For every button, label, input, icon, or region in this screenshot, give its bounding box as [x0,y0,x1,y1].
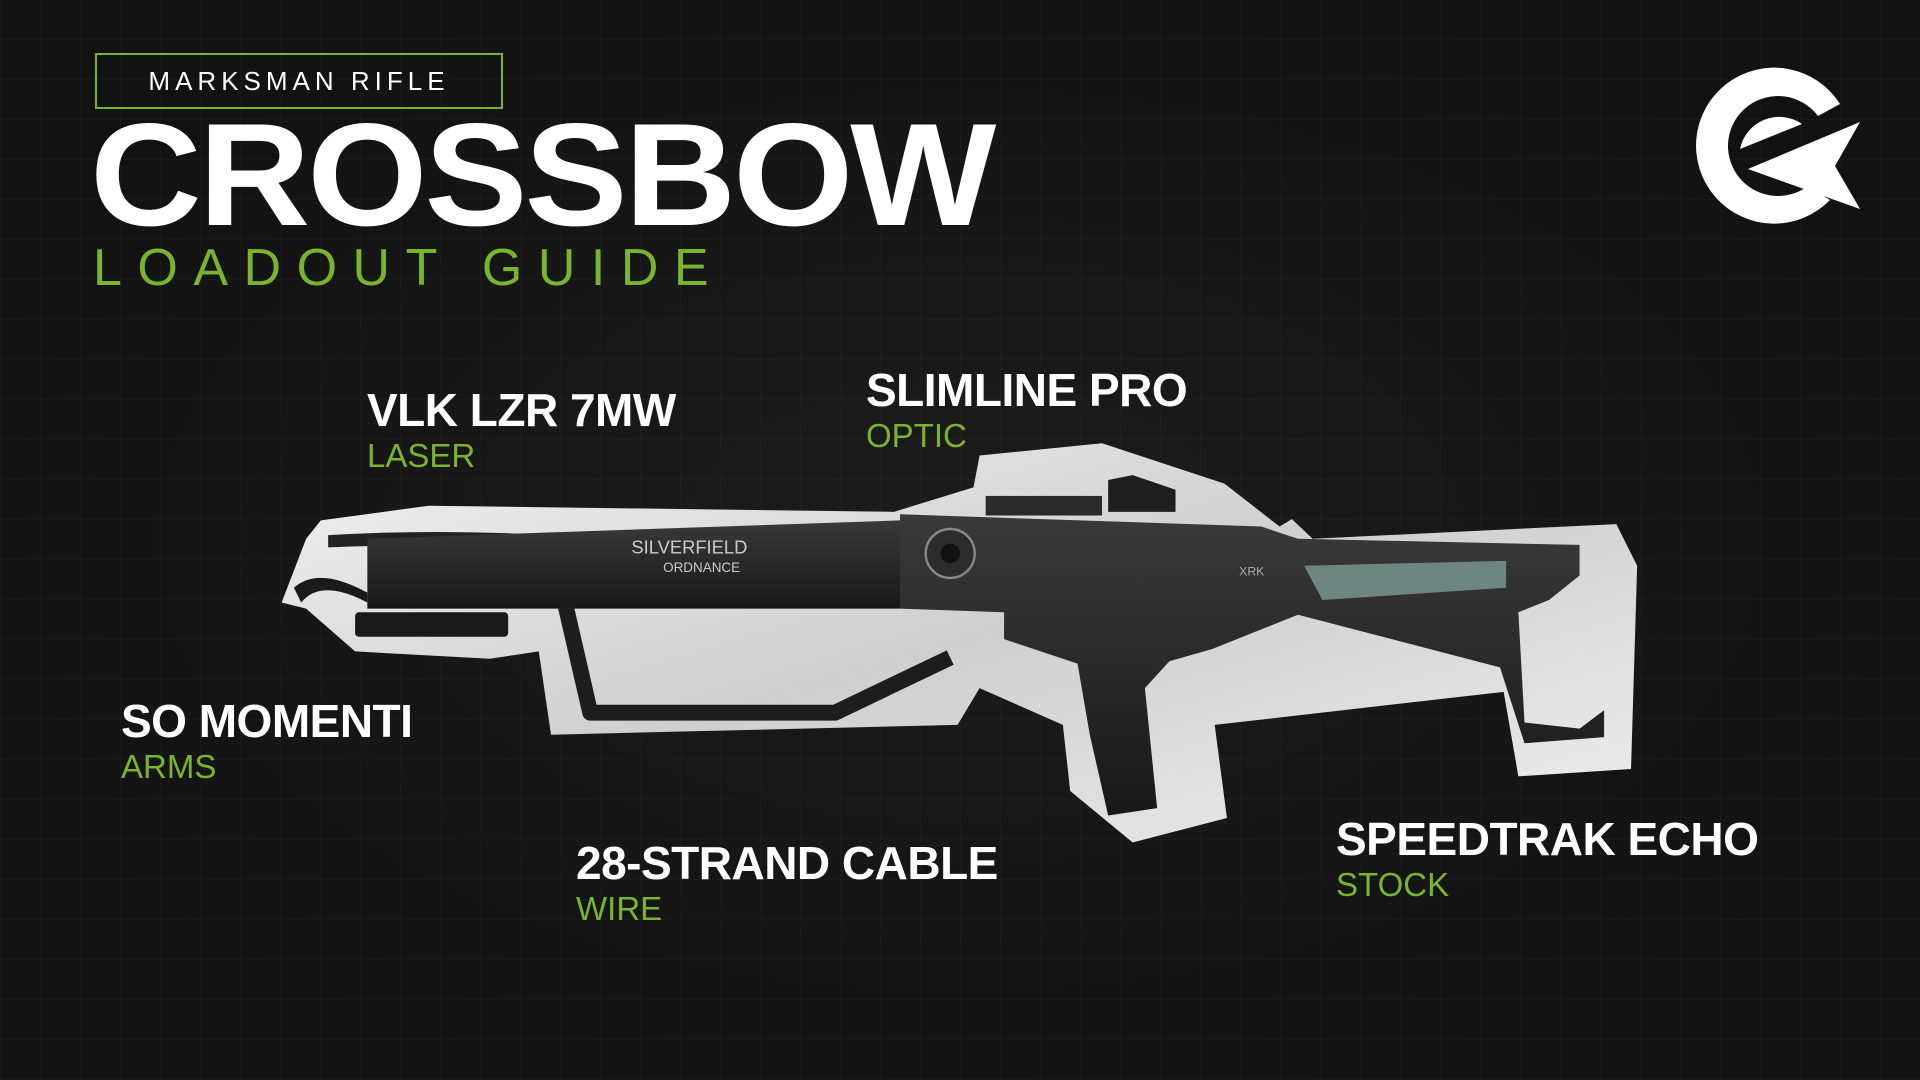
attachment-optic: SLIMLINE PRO OPTIC [866,364,1188,454]
crossbow-body: SILVERFIELD ORDNANCE XRK [293,475,1605,816]
attachment-laser: VLK LZR 7MW LASER [367,386,676,474]
category-badge: MARKSMAN RIFLE [95,53,503,109]
attachment-arms: SO MOMENTI ARMS [121,695,413,785]
weapon-marking: XRK [1239,565,1265,579]
attachment-type: WIRE [576,890,663,927]
attachment-name: SPEEDTRAK ECHO [1336,813,1759,865]
attachment-type: OPTIC [866,417,967,454]
attachment-stock: SPEEDTRAK ECHO STOCK [1336,813,1759,903]
attachment-type: STOCK [1336,866,1450,903]
attachment-type: LASER [367,437,476,474]
category-label: MARKSMAN RIFLE [148,65,450,96]
weapon-brand-line1: SILVERFIELD [631,536,747,557]
weapon-brand-line2: ORDNANCE [663,560,740,575]
brand-logo-icon [1696,67,1860,224]
attachment-name: VLK LZR 7MW [367,384,676,436]
attachment-name: 28-STRAND CABLE [576,837,998,889]
page-subtitle: LOADOUT GUIDE [93,239,725,297]
attachment-name: SLIMLINE PRO [866,364,1188,416]
attachment-name: SO MOMENTI [121,695,413,747]
page-title: CROSSBOW [90,93,996,256]
attachment-wire: 28-STRAND CABLE WIRE [576,839,998,927]
attachment-type: ARMS [121,748,217,785]
